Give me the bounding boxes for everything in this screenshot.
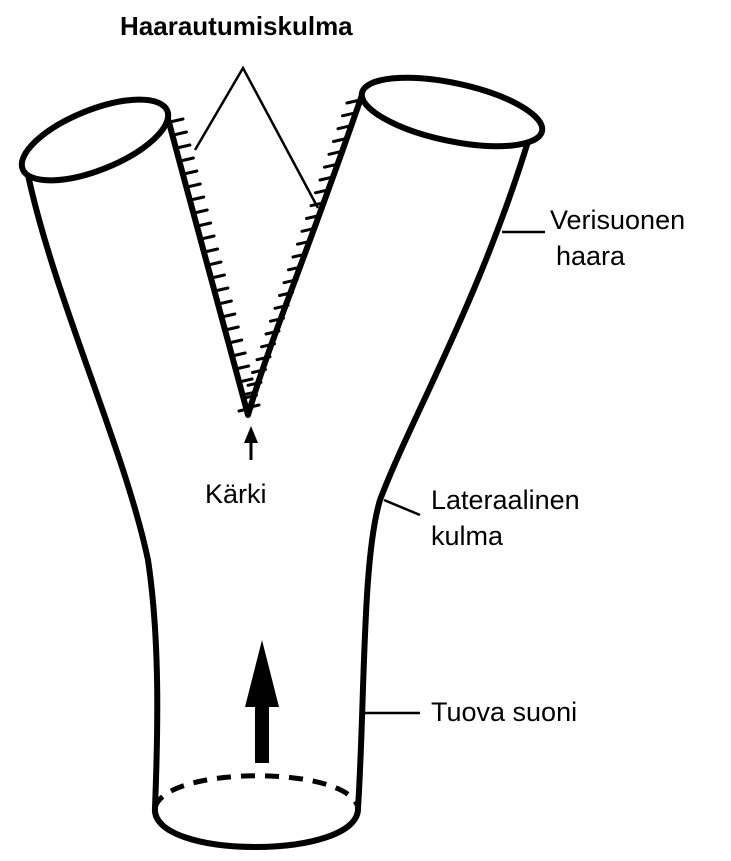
hatch-mark	[201, 236, 214, 239]
vessel-branch-label-line2: haara	[556, 240, 625, 272]
lateral-angle-leader	[384, 500, 420, 515]
hatch-mark	[187, 184, 200, 187]
hatch-mark	[194, 210, 207, 213]
flow-arrow-shaft	[255, 705, 269, 763]
apex-arrow-head	[244, 426, 258, 443]
hatch-mark	[180, 158, 193, 161]
hatch-mark	[191, 197, 204, 200]
left-branch-opening	[11, 83, 178, 197]
afferent-vessel-label: Tuova suoni	[431, 696, 577, 728]
hatch-mark	[211, 275, 224, 278]
hatch-mark	[205, 249, 218, 252]
branching-angle-label: Haarautumiskulma	[120, 10, 353, 42]
hatch-mark	[198, 223, 211, 226]
lateral-angle-label-line2: kulma	[431, 520, 503, 552]
hatch-mark	[184, 171, 197, 174]
hatch-mark	[177, 145, 190, 148]
hatch-mark	[208, 262, 221, 265]
afferent-opening-front	[155, 808, 358, 847]
right-branch-opening	[356, 65, 548, 160]
hatch-mark	[173, 132, 186, 135]
branching-angle-leader	[195, 68, 318, 208]
flow-arrow-head	[245, 640, 279, 707]
vessel-branch-label-line1: Verisuonen	[550, 204, 685, 236]
lateral-angle-label-line1: Lateraalinen	[431, 484, 580, 516]
afferent-opening-back	[155, 776, 358, 808]
apex-label: Kärki	[205, 478, 267, 510]
left-inner-wall-hatching	[170, 119, 259, 408]
hatch-mark	[170, 119, 183, 122]
